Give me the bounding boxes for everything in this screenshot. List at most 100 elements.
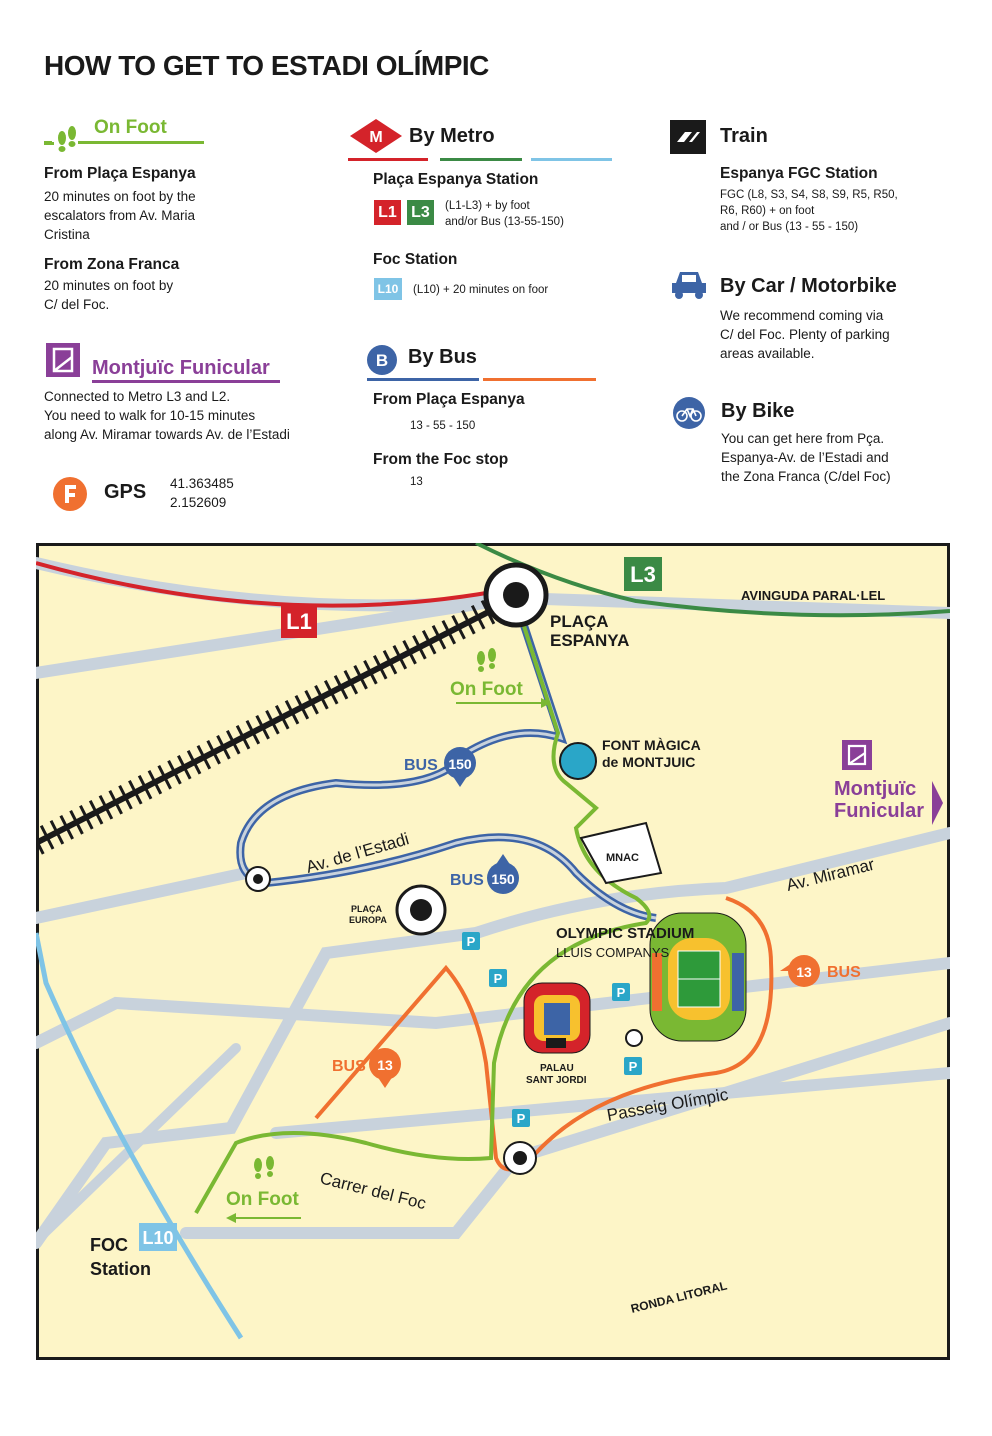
bus-150-number: 150 — [491, 871, 515, 887]
bus-heading: By Bus — [408, 346, 477, 368]
parking-label: P — [517, 1111, 526, 1126]
road-gran-via — [36, 592, 522, 679]
railway — [36, 591, 512, 855]
bus-word: BUS — [450, 872, 484, 889]
train-heading: Train — [720, 125, 768, 147]
fgc-station-title: Espanya FGC Station — [720, 165, 878, 182]
text-line: Espanya-Av. de l’Estadi and — [721, 450, 889, 465]
line-l3-badge: L3 — [407, 200, 434, 225]
on-foot-rule — [78, 141, 204, 144]
palau-sant-jordi — [523, 982, 591, 1054]
lluis-companys-label: LLUIS COMPANYS — [556, 945, 670, 960]
map-l10-badge — [139, 1223, 177, 1251]
placa-europa-dot — [410, 899, 432, 921]
placa-espanya-station-title: Plaça Espanya Station — [373, 171, 539, 188]
metro-line-l1 — [36, 561, 515, 608]
funicular-heading: Montjuïc Funicular — [92, 357, 270, 379]
metro-rule-blue — [531, 158, 612, 161]
road-lower — [180, 1017, 950, 1239]
on-foot-rule-left — [44, 141, 52, 144]
placa-espanya-label-2: ESPANYA — [550, 631, 629, 650]
access-map: P P P P P L1 L3 L10 BUS 150 BUS 150 13 B… — [36, 543, 950, 1360]
parking-marker: P — [624, 1057, 642, 1075]
map-l1-badge — [281, 604, 317, 638]
parking-marker: P — [612, 983, 630, 1001]
text-line: Connected to Metro L3 and L2. — [44, 389, 231, 404]
placa-europa-label-1: PLAÇA — [351, 904, 382, 914]
car-text: We recommend coming via C/ del Foc. Plen… — [720, 306, 890, 363]
bus-icon: B — [367, 345, 397, 375]
text-line: (L1-L3) + by foot — [445, 200, 530, 212]
font-magica-label-2: de MONTJUIC — [602, 754, 695, 770]
on-foot-label-bottom: On Foot — [226, 1156, 299, 1210]
fgc-train-icon — [670, 120, 706, 154]
placa-espanya-label-1: PLAÇA — [550, 612, 609, 631]
road-ronda — [270, 1067, 950, 1139]
parking-marker: P — [489, 969, 507, 987]
gps-icon — [53, 477, 87, 511]
bus-from-placa-espanya-lines: 13 - 55 - 150 — [410, 420, 476, 432]
map-l10-label: L10 — [142, 1228, 173, 1248]
text-line: We recommend coming via — [720, 308, 884, 323]
placa-espanya-dot — [503, 582, 529, 608]
parking-label: P — [617, 985, 626, 1000]
page-title: HOW TO GET TO ESTADI OLÍMPIC — [44, 50, 489, 81]
foc-station-title: Foc Station — [373, 251, 458, 268]
gps-longitude: 2.152609 — [170, 495, 227, 510]
on-foot-label: On Foot — [450, 679, 523, 700]
parking-marker: P — [462, 932, 480, 950]
bus-rule-blue — [367, 378, 479, 381]
road-miramar — [36, 827, 950, 1249]
main-roads — [36, 1043, 241, 1246]
text-line: escalators from Av. Maria — [44, 208, 196, 223]
from-placa-espanya-text: 20 minutes on foot by the escalators fro… — [44, 187, 196, 244]
metro-rule-green — [440, 158, 522, 161]
from-zona-franca-title: From Zona Franca — [44, 256, 180, 273]
parking-label: P — [494, 971, 503, 986]
foc-station-label-1: FOC — [90, 1235, 128, 1255]
palau-label-1: PALAU — [540, 1063, 574, 1074]
map-funicular-line2: Funicular — [834, 800, 924, 822]
text-line: and/or Bus (13-55-150) — [445, 216, 564, 228]
metro-rule-red — [348, 158, 428, 161]
bus-word: BUS — [404, 757, 438, 774]
text-line: 20 minutes on foot by the — [44, 189, 196, 204]
map-l3-badge — [624, 557, 662, 591]
car-icon — [672, 272, 706, 299]
metro-heading: By Metro — [409, 125, 495, 147]
small-roundabout-foc-dot — [513, 1151, 527, 1165]
avinguda-paralel-label: AVINGUDA PARAL·LEL — [741, 588, 885, 603]
on-foot-arrow-head — [541, 698, 551, 708]
foc-station-label-2: Station — [90, 1259, 151, 1279]
text-line: C/ del Foc. — [44, 297, 110, 312]
bus-150-number: 150 — [448, 756, 472, 772]
text-line: FGC (L8, S3, S4, S8, S9, R5, R50, — [720, 189, 898, 201]
car-heading: By Car / Motorbike — [720, 275, 897, 297]
roads — [36, 557, 950, 1249]
bus-13-marker-east: 13 BUS — [780, 955, 861, 987]
foc-station-text: (L10) + 20 minutes on foor — [413, 284, 549, 296]
road-lower-left — [36, 1043, 241, 1246]
parking-marker: P — [512, 1109, 530, 1127]
bus-icon-letter: B — [376, 351, 388, 370]
small-roundabout-west-dot — [253, 874, 263, 884]
bus-13-number: 13 — [377, 1057, 393, 1073]
funicular-icon — [46, 343, 80, 377]
road-west — [36, 867, 252, 924]
text-line: areas available. — [720, 346, 815, 361]
font-magica-marker — [559, 742, 597, 780]
gps-latitude: 41.363485 — [170, 476, 234, 491]
on-foot-route — [194, 600, 652, 1214]
olympic-stadium — [649, 912, 747, 1042]
from-zona-franca-text: 20 minutes on foot by C/ del Foc. — [44, 276, 173, 314]
text-line: 20 minutes on foot by — [44, 278, 174, 293]
on-foot-label-top: On Foot — [450, 648, 523, 700]
bike-icon — [673, 397, 705, 429]
bus-rule-orange — [483, 378, 596, 381]
map-l1-label: L1 — [286, 609, 312, 634]
metro-icon-letter: M — [369, 129, 382, 146]
bus-from-placa-espanya-title: From Plaça Espanya — [373, 391, 525, 408]
text-line: and / or Bus (13 - 55 - 150) — [720, 221, 859, 233]
bus-150-marker-bottom: BUS 150 — [450, 854, 519, 894]
bus-word: BUS — [332, 1058, 366, 1075]
